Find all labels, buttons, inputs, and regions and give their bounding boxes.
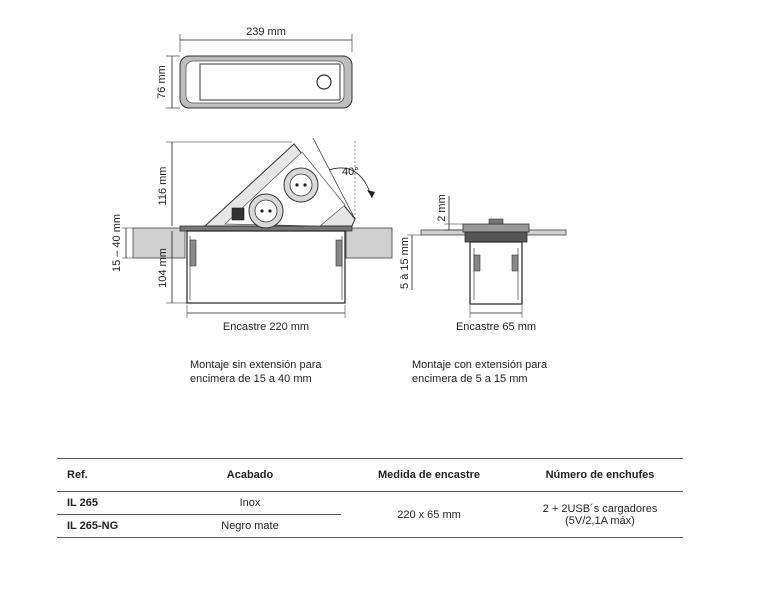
cutout-right-label: Encastre 65 mm xyxy=(456,321,536,333)
table-row: IL 265-NG Negro mate xyxy=(57,514,683,538)
raise-height-label: 116 mm xyxy=(157,167,169,206)
usb-ports xyxy=(231,207,245,221)
top-height-label: 76 mm xyxy=(156,65,168,99)
row-finish: Inox xyxy=(159,491,341,515)
row-ref: IL 265 xyxy=(57,491,159,515)
top-view-button xyxy=(316,74,332,90)
header-sockets: Número de enchufes xyxy=(517,458,683,492)
body-depth-label: 104 mm xyxy=(157,248,169,288)
front-body xyxy=(469,241,523,305)
body-box xyxy=(186,230,346,304)
row-finish: Negro mate xyxy=(159,514,341,538)
caption-right: Montaje con extensión para encimera de 5… xyxy=(412,359,548,385)
counter-range-left-label: 15 – 40 mm xyxy=(111,214,123,272)
shared-sockets: 2 + 2USB´s cargadores (5V/2,1A máx) xyxy=(517,491,683,538)
counter-range-right-label: 5 à 15 mm xyxy=(399,237,411,289)
header-finish: Acabado xyxy=(159,458,341,492)
table-row: IL 265 Inox 220 x 65 mm 2 + 2USB´s carga… xyxy=(57,491,683,538)
caption-left: Montaje sin extensión para encimera de 1… xyxy=(190,359,322,385)
spec-table: Ref. Acabado Medida de encastre Número d… xyxy=(57,458,683,538)
angle-label: 40° xyxy=(342,166,359,178)
row-ref: IL 265-NG xyxy=(57,514,159,538)
top-view xyxy=(166,34,353,109)
countertop-left xyxy=(132,227,186,259)
front-view-right xyxy=(407,196,567,318)
table-header-row: Ref. Acabado Medida de encastre Número d… xyxy=(57,458,683,492)
shared-measure: 220 x 65 mm xyxy=(341,491,517,538)
header-measure: Medida de encastre xyxy=(341,458,517,492)
cutout-left-label: Encastre 220 mm xyxy=(223,321,309,333)
sockets-line-1: 2 + 2USB´s cargadores xyxy=(542,502,658,515)
header-ref: Ref. xyxy=(57,458,159,492)
top-width-label: 239 mm xyxy=(246,26,286,38)
lip-label: 2 mm xyxy=(436,194,448,222)
countertop-right xyxy=(345,227,393,259)
sockets-line-2: (5V/2,1A máx) xyxy=(565,514,635,527)
side-view-left xyxy=(122,137,393,318)
